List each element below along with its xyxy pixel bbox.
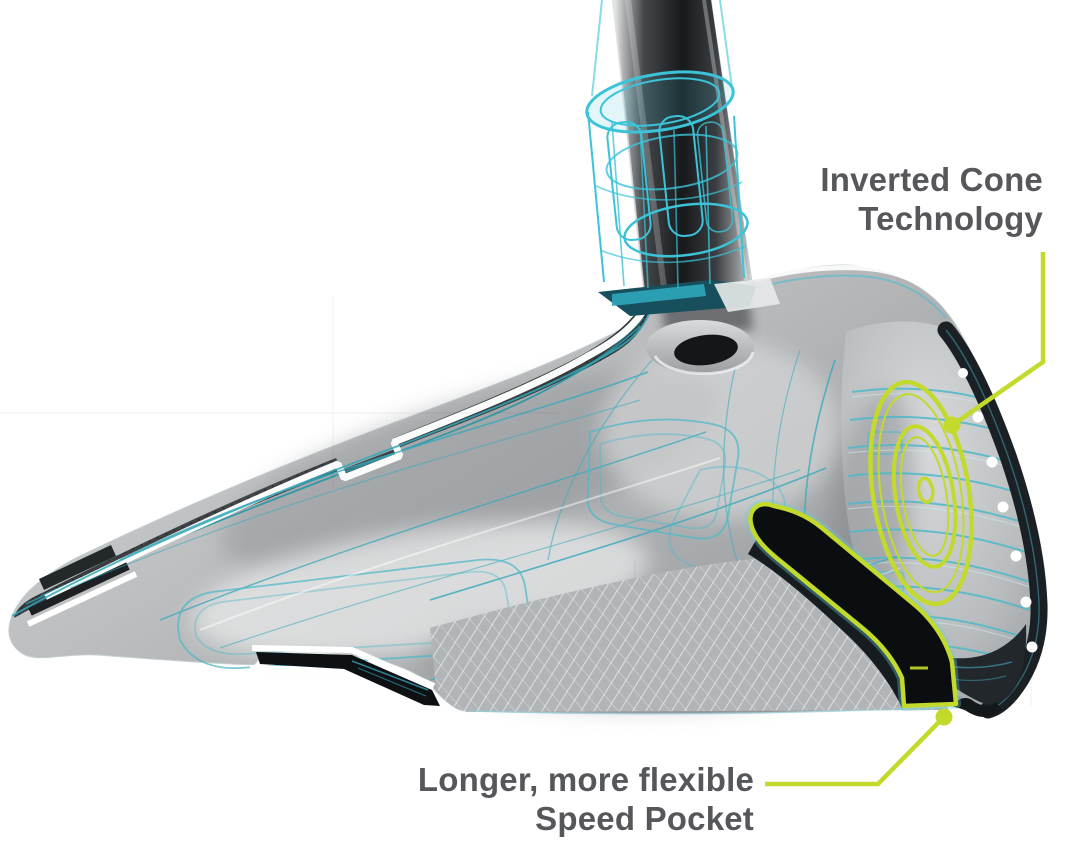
callout-dot-speed-pocket: [935, 708, 953, 726]
speed-pocket-slot: [745, 499, 961, 711]
face-edge-notches: [958, 368, 1038, 653]
inverted-cone-label: Inverted Cone Technology: [820, 160, 1043, 238]
leading-edge-dark: [748, 540, 1027, 717]
speed-pocket-label: Longer, more flexible Speed Pocket: [418, 760, 754, 838]
inverted-cone-label-line1: Inverted Cone: [820, 161, 1043, 198]
sole-left-slot: [249, 645, 949, 715]
callout-speed-pocket: [765, 708, 953, 787]
callout-dot-inverted-cone: [943, 416, 961, 434]
speed-pocket-label-line1: Longer, more flexible: [417, 761, 754, 798]
inverted-cone-label-line2: Technology: [858, 200, 1043, 237]
hosel-assembly: [598, 278, 780, 376]
crown-right-rim: [754, 265, 953, 319]
speed-pocket-label-line2: Speed Pocket: [535, 800, 754, 837]
shaft: [612, 0, 753, 294]
inverted-cone-rings: [868, 379, 974, 607]
hosel-sleeve-wireframe: [585, 0, 749, 289]
callout-inverted-cone: [943, 252, 1046, 434]
